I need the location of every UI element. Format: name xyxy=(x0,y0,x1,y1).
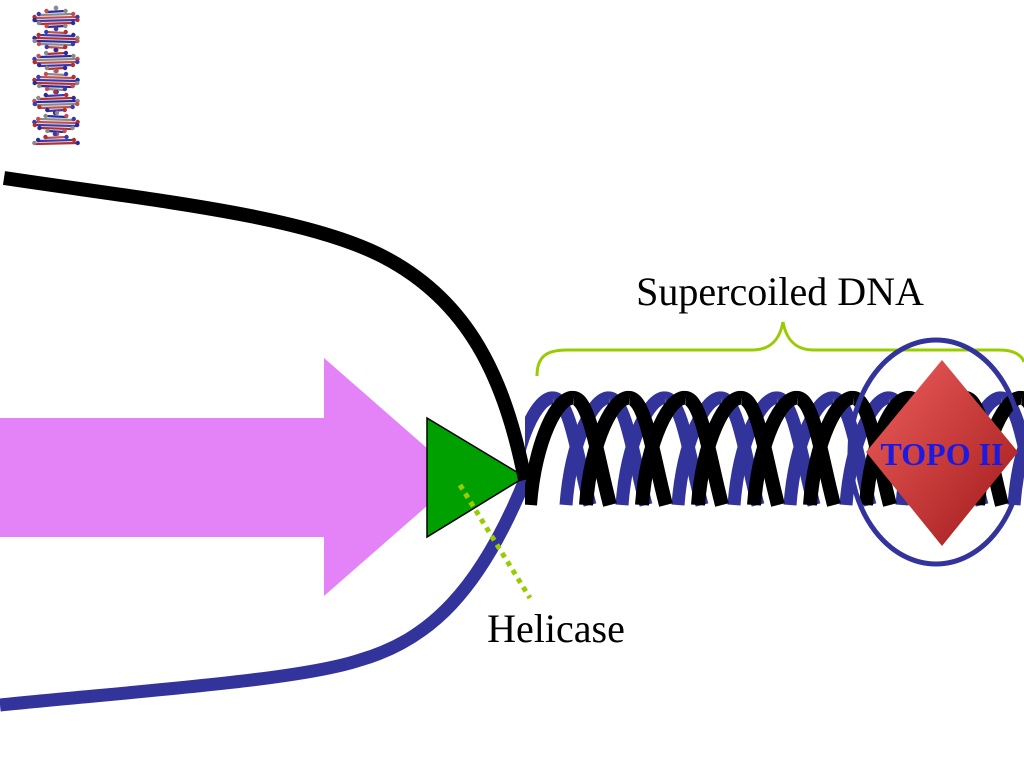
dna-double-helix-icon xyxy=(32,5,80,146)
topo-ii-label: TOPO II xyxy=(881,436,1004,472)
black-parent-strand xyxy=(2,171,532,482)
black-helix-turn xyxy=(859,391,912,506)
helicase-enzyme xyxy=(426,416,527,539)
black-helix-turn xyxy=(803,391,856,506)
topoisomerase-highlight-ellipse xyxy=(847,337,1024,567)
black-helix-turn xyxy=(579,391,632,506)
blue-parent-strand xyxy=(0,477,532,712)
helicase-label: Helicase xyxy=(487,606,625,651)
supercoiled-brace xyxy=(535,321,1024,377)
black-helix-turn xyxy=(747,391,800,506)
topoisomerase-enzyme xyxy=(866,360,1018,546)
black-helix-turn xyxy=(635,391,688,506)
supercoiled-dna-label: Supercoiled DNA xyxy=(636,269,924,314)
blue-helix-turn xyxy=(525,391,556,455)
black-helix-turn xyxy=(525,391,576,506)
replication-direction-arrow xyxy=(0,358,460,596)
helicase-pointer-line xyxy=(457,483,533,600)
black-helix-turn xyxy=(691,391,744,506)
